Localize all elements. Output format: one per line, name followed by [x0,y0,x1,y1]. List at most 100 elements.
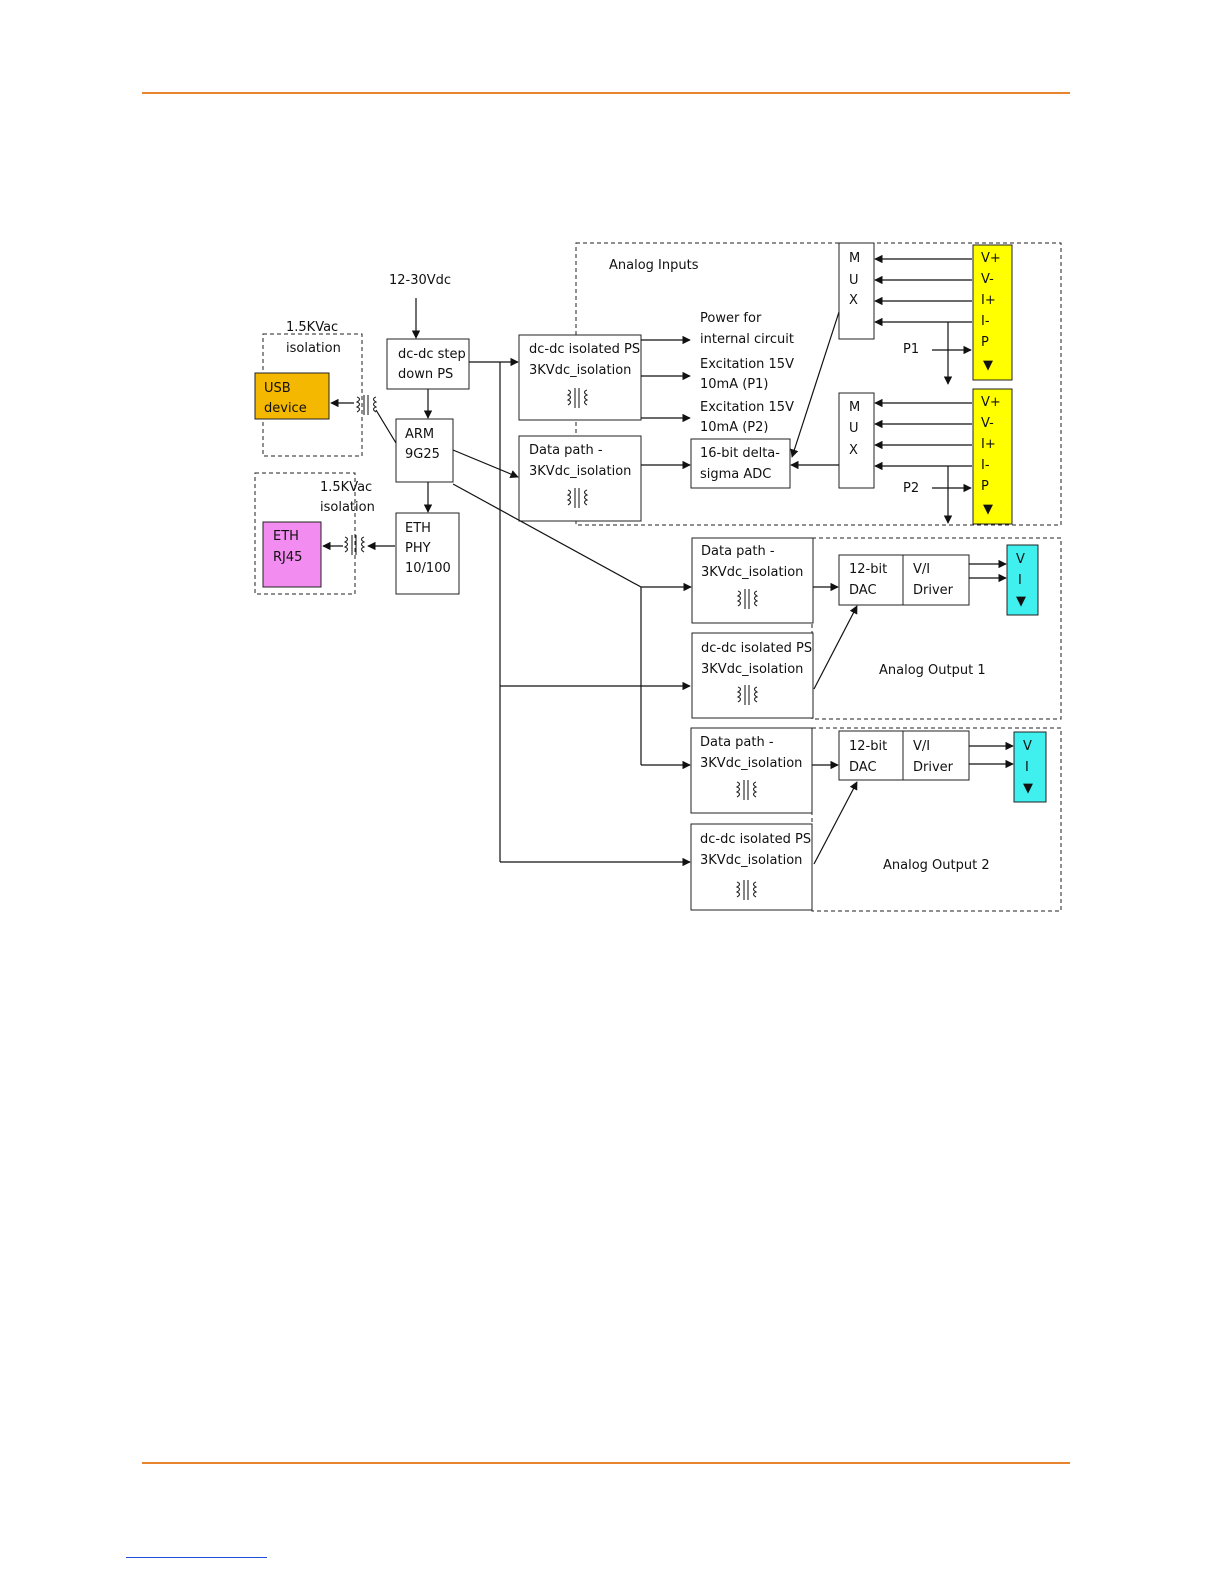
eth-isolation-label-line1: 1.5KVac [320,480,372,495]
footer-rule [142,1462,1070,1464]
terminal-v-minus: V- [981,272,994,287]
output-2-dac-driver-block: 12-bit DAC V/I Driver [838,730,970,781]
mux-1-block: M U X [838,242,875,340]
eth-phy-line2: PHY [405,541,431,556]
out2-data-path-line2: 3KVdc_isolation [700,756,802,771]
out1-data-path-line2: 3KVdc_isolation [701,565,803,580]
input-iso-ps-line2: 3KVdc_isolation [529,363,631,378]
output-2-isolated-ps-block: dc-dc isolated PS 3KVdc_isolation [690,823,813,911]
excitation-p2-label-line2: 10mA (P2) [700,420,769,435]
input-data-path-line1: Data path - [529,443,603,458]
p2-label: P2 [903,481,919,496]
power-internal-label-line1: Power for [700,311,762,326]
eth-rj45-line1: ETH [273,529,299,544]
input-terminal-block-2: V+ V- I+ I- P ▼ [972,388,1013,525]
input-isolated-ps-block: dc-dc isolated PS 3KVdc_isolation [518,334,642,421]
mux-2-letter-m: M [849,400,860,415]
terminal-i-plus: I+ [981,293,996,308]
mux-2-letter-x: X [849,443,858,458]
terminal-i-plus: I+ [981,437,996,452]
arm-line2: 9G25 [405,447,440,462]
out1-iso-ps-line1: dc-dc isolated PS [701,641,812,656]
adc-line1: 16-bit delta- [700,446,780,461]
eth-rj45-line2: RJ45 [273,550,302,565]
terminal-ground-icon: ▼ [983,502,993,517]
mux-1-letter-m: M [849,251,860,266]
terminal-i-minus: I- [981,458,990,473]
dac-2-line2: DAC [849,760,877,775]
step-down-line1: dc-dc step [398,347,466,362]
output-1-isolated-ps-block: dc-dc isolated PS 3KVdc_isolation [691,632,814,719]
power-internal-label-line2: internal circuit [700,332,794,347]
analog-output-1-label: Analog Output 1 [879,663,986,678]
mux-1-letter-x: X [849,293,858,308]
analog-output-1-region [811,537,1062,720]
output-terminal-block-1: V I ▼ [1006,544,1039,616]
terminal-ground-icon: ▼ [1016,594,1026,609]
terminal-i-minus: I- [981,314,990,329]
excitation-p2-label-line1: Excitation 15V [700,400,794,415]
arm-9g25-block: ARM 9G25 [395,418,454,483]
footer-link-underline [126,1557,267,1558]
mux-1-letter-u: U [849,273,859,288]
adc-block: 16-bit delta- sigma ADC [690,438,791,489]
eth-rj45-block: ETH RJ45 [262,521,322,588]
usb-isolation-transformer-icon [355,395,378,415]
out2-data-path-line1: Data path - [700,735,774,750]
terminal-v: V [1016,552,1025,567]
analog-inputs-label: Analog Inputs [609,258,699,273]
terminal-ground-icon: ▼ [983,358,993,373]
output-1-data-path-block: Data path - 3KVdc_isolation [691,537,814,624]
terminal-ground-icon: ▼ [1023,781,1033,796]
dac-1-line1: 12-bit [849,562,887,577]
output-terminal-block-2: V I ▼ [1013,731,1047,803]
dc-dc-step-down-block: dc-dc step down PS [386,338,470,390]
transformer-icon [736,685,759,705]
mux-2-letter-u: U [849,421,859,436]
analog-output-2-region [811,727,1062,912]
input-data-path-block: Data path - 3KVdc_isolation [518,435,642,522]
eth-phy-block: ETH PHY 10/100 [395,512,460,595]
usb-isolation-label-line1: 1.5KVac [286,320,338,335]
supply-label: 12-30Vdc [389,273,451,288]
input-terminal-block-1: V+ V- I+ I- P ▼ [972,244,1013,381]
usb-device-line2: device [264,401,307,416]
terminal-p: P [981,479,989,494]
out1-iso-ps-line2: 3KVdc_isolation [701,662,803,677]
dac-1-line2: DAC [849,583,877,598]
output-2-data-path-block: Data path - 3KVdc_isolation [690,727,813,814]
transformer-icon [566,388,589,408]
dac-2-line1: 12-bit [849,739,887,754]
input-data-path-line2: 3KVdc_isolation [529,464,631,479]
driver-2-line1: V/I [913,739,930,754]
terminal-i: I [1025,760,1029,775]
header-rule [142,92,1070,94]
transformer-icon [735,780,758,800]
output-1-dac-driver-block: 12-bit DAC V/I Driver [838,554,970,606]
eth-phy-line3: 10/100 [405,561,451,576]
out2-iso-ps-line1: dc-dc isolated PS [700,832,811,847]
usb-isolation-label-line2: isolation [286,341,341,356]
terminal-v: V [1023,739,1032,754]
mux-2-block: M U X [838,392,875,489]
driver-1-line1: V/I [913,562,930,577]
excitation-p1-label-line1: Excitation 15V [700,357,794,372]
usb-device-line1: USB [264,381,291,396]
eth-isolation-region [254,472,356,595]
wires [322,254,1014,867]
usb-device-block: USB device [254,372,330,420]
adc-line2: sigma ADC [700,467,771,482]
out1-data-path-line1: Data path - [701,544,775,559]
driver-2-line2: Driver [913,760,954,775]
out2-iso-ps-line2: 3KVdc_isolation [700,853,802,868]
excitation-p1-label-line2: 10mA (P1) [700,377,769,392]
analog-output-2-label: Analog Output 2 [883,858,990,873]
transformer-icon [735,880,758,900]
driver-1-line2: Driver [913,583,954,598]
transformer-icon [566,488,589,508]
eth-phy-line1: ETH [405,521,431,536]
transformer-icon [736,589,759,609]
eth-isolation-transformer-icon [343,535,366,555]
terminal-v-plus: V+ [981,395,1001,410]
